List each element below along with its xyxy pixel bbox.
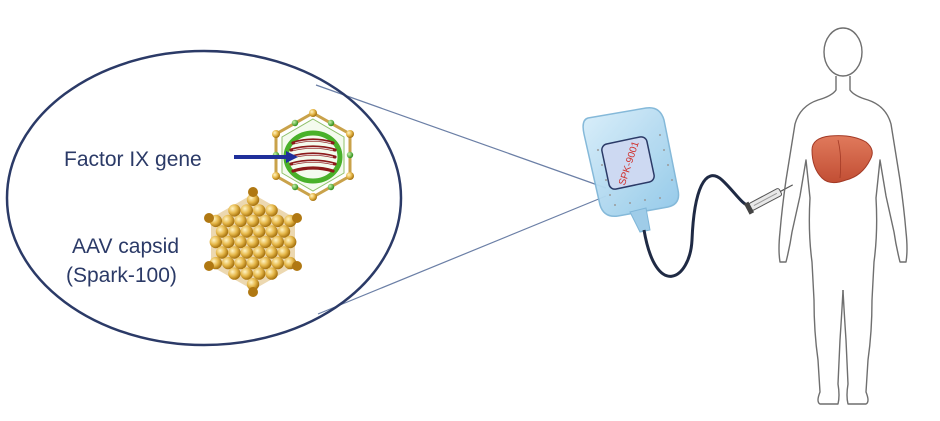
capsomere-ball — [240, 204, 253, 217]
icosahedral-capsid-icon — [204, 187, 302, 297]
capsomere-ball — [228, 225, 241, 238]
capsomere-ball — [271, 235, 284, 249]
capsomere-ball — [253, 267, 266, 280]
capsomere-ball — [240, 225, 253, 238]
capsomere-ball — [228, 204, 241, 217]
capsomere-ball — [271, 214, 284, 228]
capsomere-ball — [215, 225, 229, 238]
aav-vector-icon — [272, 109, 354, 201]
aav-capsid-label: AAV capsid — [72, 235, 179, 258]
capsomere-ball — [265, 267, 278, 280]
gene-pointer-arrow — [234, 151, 298, 163]
capsomere-ball — [234, 214, 247, 228]
capsomere-ball — [222, 235, 235, 249]
iv-tube — [642, 174, 751, 278]
capsid-vertices — [204, 187, 302, 297]
liver-icon — [811, 135, 873, 184]
capsomere-ball — [253, 204, 266, 217]
capsomere-ball — [234, 256, 247, 270]
capsomere-ball — [253, 246, 266, 259]
spark-100-label: (Spark-100) — [66, 264, 177, 287]
capsomere-ball — [209, 235, 222, 249]
capsid-capsomeres — [209, 193, 297, 291]
capsomere-ball — [228, 267, 241, 280]
capsomere-ball — [246, 235, 260, 249]
capsomere-ball — [265, 204, 278, 217]
capsomere-ball — [246, 278, 260, 291]
human-body-icon — [778, 27, 908, 405]
capsomere-ball — [259, 256, 272, 270]
iv-bag-icon: SPK-9001 — [582, 107, 680, 233]
capsomere-ball — [222, 214, 235, 228]
syringe-icon — [743, 184, 794, 215]
capsomere-ball — [240, 267, 253, 280]
capsomere-ball — [259, 235, 272, 249]
capsomere-ball — [228, 246, 241, 259]
capsomere-ball — [246, 193, 260, 206]
capsomere-ball — [246, 256, 260, 270]
capsomere-ball — [259, 214, 272, 228]
capsomere-ball — [277, 225, 291, 238]
capsomere-ball — [246, 214, 260, 228]
capsomere-ball — [222, 256, 235, 270]
capsomere-ball — [234, 235, 247, 249]
capsomere-ball — [265, 246, 278, 259]
capsomere-ball — [240, 246, 253, 259]
zoom-connector-lines — [315, 84, 607, 315]
capsomere-ball — [265, 225, 278, 238]
factor-ix-gene-label: Factor IX gene — [64, 148, 202, 171]
capsomere-ball — [284, 235, 297, 249]
capsomere-ball — [271, 256, 284, 270]
capsomere-ball — [277, 246, 291, 259]
capsomere-ball — [215, 246, 229, 259]
zoom-ellipse — [5, 49, 403, 347]
capsomere-ball — [253, 225, 266, 238]
